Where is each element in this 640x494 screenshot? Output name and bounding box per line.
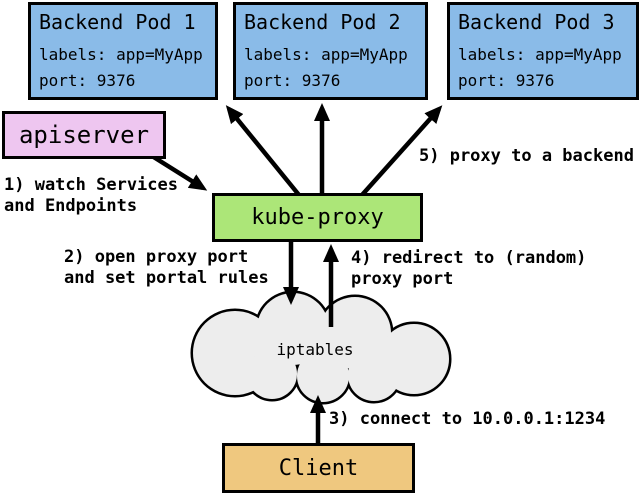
annotation-step5: 5) proxy to a backend: [419, 146, 634, 167]
backend-pod-1-title: Backend Pod 1: [39, 10, 196, 34]
annotation-step4: 4) redirect to (random) proxy port: [351, 248, 586, 290]
iptables-label: iptables: [276, 340, 354, 359]
backend-pod-2-box: Backend Pod 2 labels: app=MyApp port: 93…: [233, 2, 428, 100]
annotation-step2: 2) open proxy port and set portal rules: [64, 247, 269, 289]
annotation-step2-line1: 2) open proxy port: [64, 247, 249, 267]
apiserver-box: apiserver: [2, 111, 166, 159]
annotation-step3: 3) connect to 10.0.0.1:1234: [329, 409, 605, 430]
apiserver-label: apiserver: [18, 121, 150, 149]
backend-pod-1-labels: labels: app=MyApp: [39, 45, 203, 64]
backend-pod-2-port: port: 9376: [244, 71, 341, 90]
backend-pod-3-title: Backend Pod 3: [458, 10, 615, 34]
annotation-step1-line1: 1) watch Services: [4, 175, 178, 195]
annotation-step1-line2: and Endpoints: [4, 196, 138, 216]
kube-proxy-box: kube-proxy: [212, 193, 423, 242]
annotation-step5-line1: 5) proxy to a backend: [419, 146, 634, 166]
annotation-step4-line1: 4) redirect to (random): [351, 248, 587, 268]
backend-pod-2-labels: labels: app=MyApp: [244, 45, 408, 64]
backend-pod-3-box: Backend Pod 3 labels: app=MyApp port: 93…: [447, 2, 639, 100]
client-box: Client: [222, 443, 415, 493]
annotation-step4-line2: proxy port: [351, 269, 454, 289]
kube-proxy-label: kube-proxy: [251, 205, 384, 230]
annotation-step1: 1) watch Services and Endpoints: [4, 175, 178, 217]
backend-pod-2-title: Backend Pod 2: [244, 10, 401, 34]
backend-pod-1-port: port: 9376: [39, 71, 136, 90]
client-label: Client: [278, 455, 359, 481]
backend-pod-3-labels: labels: app=MyApp: [458, 45, 622, 64]
arrow-kube-proxy-to-pod1: [225, 105, 301, 197]
annotation-step3-line1: 3) connect to 10.0.0.1:1234: [329, 409, 606, 429]
backend-pod-1-box: Backend Pod 1 labels: app=MyApp port: 93…: [28, 2, 218, 100]
backend-pod-3-port: port: 9376: [458, 71, 555, 90]
annotation-step2-line2: and set portal rules: [64, 268, 269, 288]
